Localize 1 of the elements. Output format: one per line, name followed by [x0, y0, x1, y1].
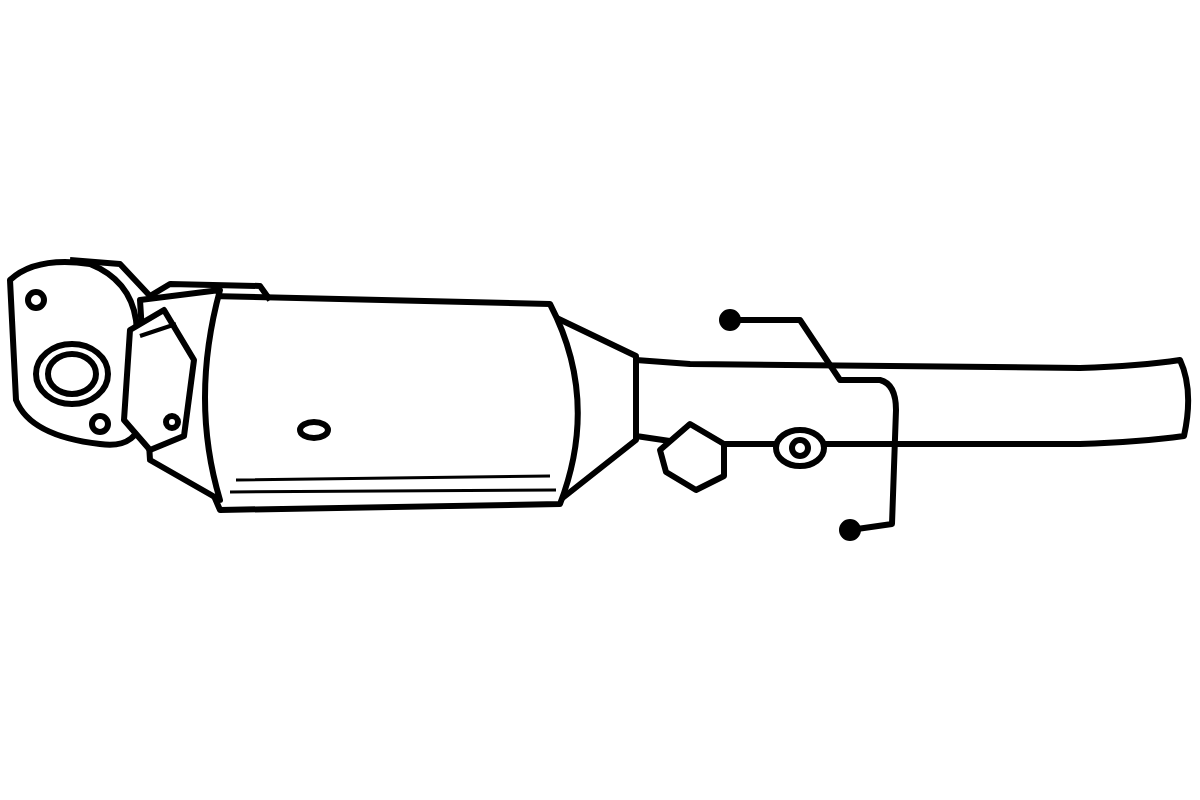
exhaust-filter-drawing — [7, 257, 1192, 541]
